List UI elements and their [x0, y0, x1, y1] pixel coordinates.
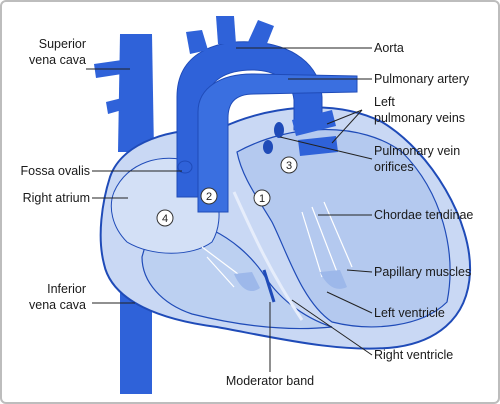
moderator-band-shape: [262, 269, 276, 303]
papillary-muscle-left: [320, 270, 347, 289]
label-left-pulmonary-veins-line2: pulmonary veins: [374, 111, 466, 125]
aorta-branch-1: [186, 30, 208, 54]
left-ventricle-chamber: [236, 128, 451, 328]
left-pulmonary-vein-upper: [292, 110, 336, 136]
label-chordae-tendinae: Chordae tendinae: [374, 208, 474, 222]
septum: [232, 191, 304, 321]
pulmonary-vein-orifice-2: [263, 140, 273, 154]
marker-4: 4: [156, 209, 174, 227]
label-superior-vena-cava-line1: Superior: [38, 37, 86, 51]
marker-3: 3: [280, 156, 298, 174]
aorta-branch-2: [216, 16, 236, 44]
label-inferior-vena-cava: Inferior vena cava: [18, 281, 86, 313]
svg-text:2: 2: [206, 191, 212, 203]
svg-text:3: 3: [286, 160, 292, 172]
leader-lines: [86, 47, 373, 372]
papillary-muscle-right: [234, 272, 260, 292]
label-left-ventricle: Left ventricle: [374, 306, 445, 320]
svg-text:4: 4: [162, 213, 168, 225]
fossa-ovalis-shape: [177, 160, 193, 174]
label-fossa-ovalis: Fossa ovalis: [20, 164, 90, 178]
label-pulmonary-vein-orifices-line1: Pulmonary vein: [374, 144, 461, 158]
label-right-atrium: Right atrium: [22, 191, 90, 205]
label-inferior-vena-cava-line1: Inferior: [47, 282, 86, 296]
chordae-tendinae: [201, 201, 353, 288]
label-left-pulmonary-veins-line1: Left: [374, 95, 395, 109]
label-left-pulmonary-veins: Left pulmonary veins: [374, 94, 465, 126]
superior-vena-cava: [118, 34, 154, 152]
label-pulmonary-vein-orifices: Pulmonary vein orifices: [374, 143, 460, 175]
svg-text:1: 1: [259, 193, 265, 205]
marker-2: 2: [200, 187, 218, 205]
label-superior-vena-cava: Superior vena cava: [18, 36, 86, 68]
aorta-branch-3: [248, 20, 274, 46]
svc-branch-2: [106, 98, 122, 114]
pulmonary-vein-orifice-1: [274, 122, 284, 138]
label-aorta: Aorta: [374, 41, 404, 55]
label-pulmonary-artery: Pulmonary artery: [374, 72, 470, 86]
label-superior-vena-cava-line2: vena cava: [29, 53, 86, 67]
label-pulmonary-vein-orifices-line2: orifices: [374, 160, 414, 174]
label-inferior-vena-cava-line2: vena cava: [29, 298, 86, 312]
label-papillary-muscles: Papillary muscles: [374, 265, 472, 279]
label-right-ventricle: Right ventricle: [374, 348, 454, 362]
label-moderator-band: Moderator band: [225, 374, 315, 388]
marker-1: 1: [253, 189, 271, 207]
